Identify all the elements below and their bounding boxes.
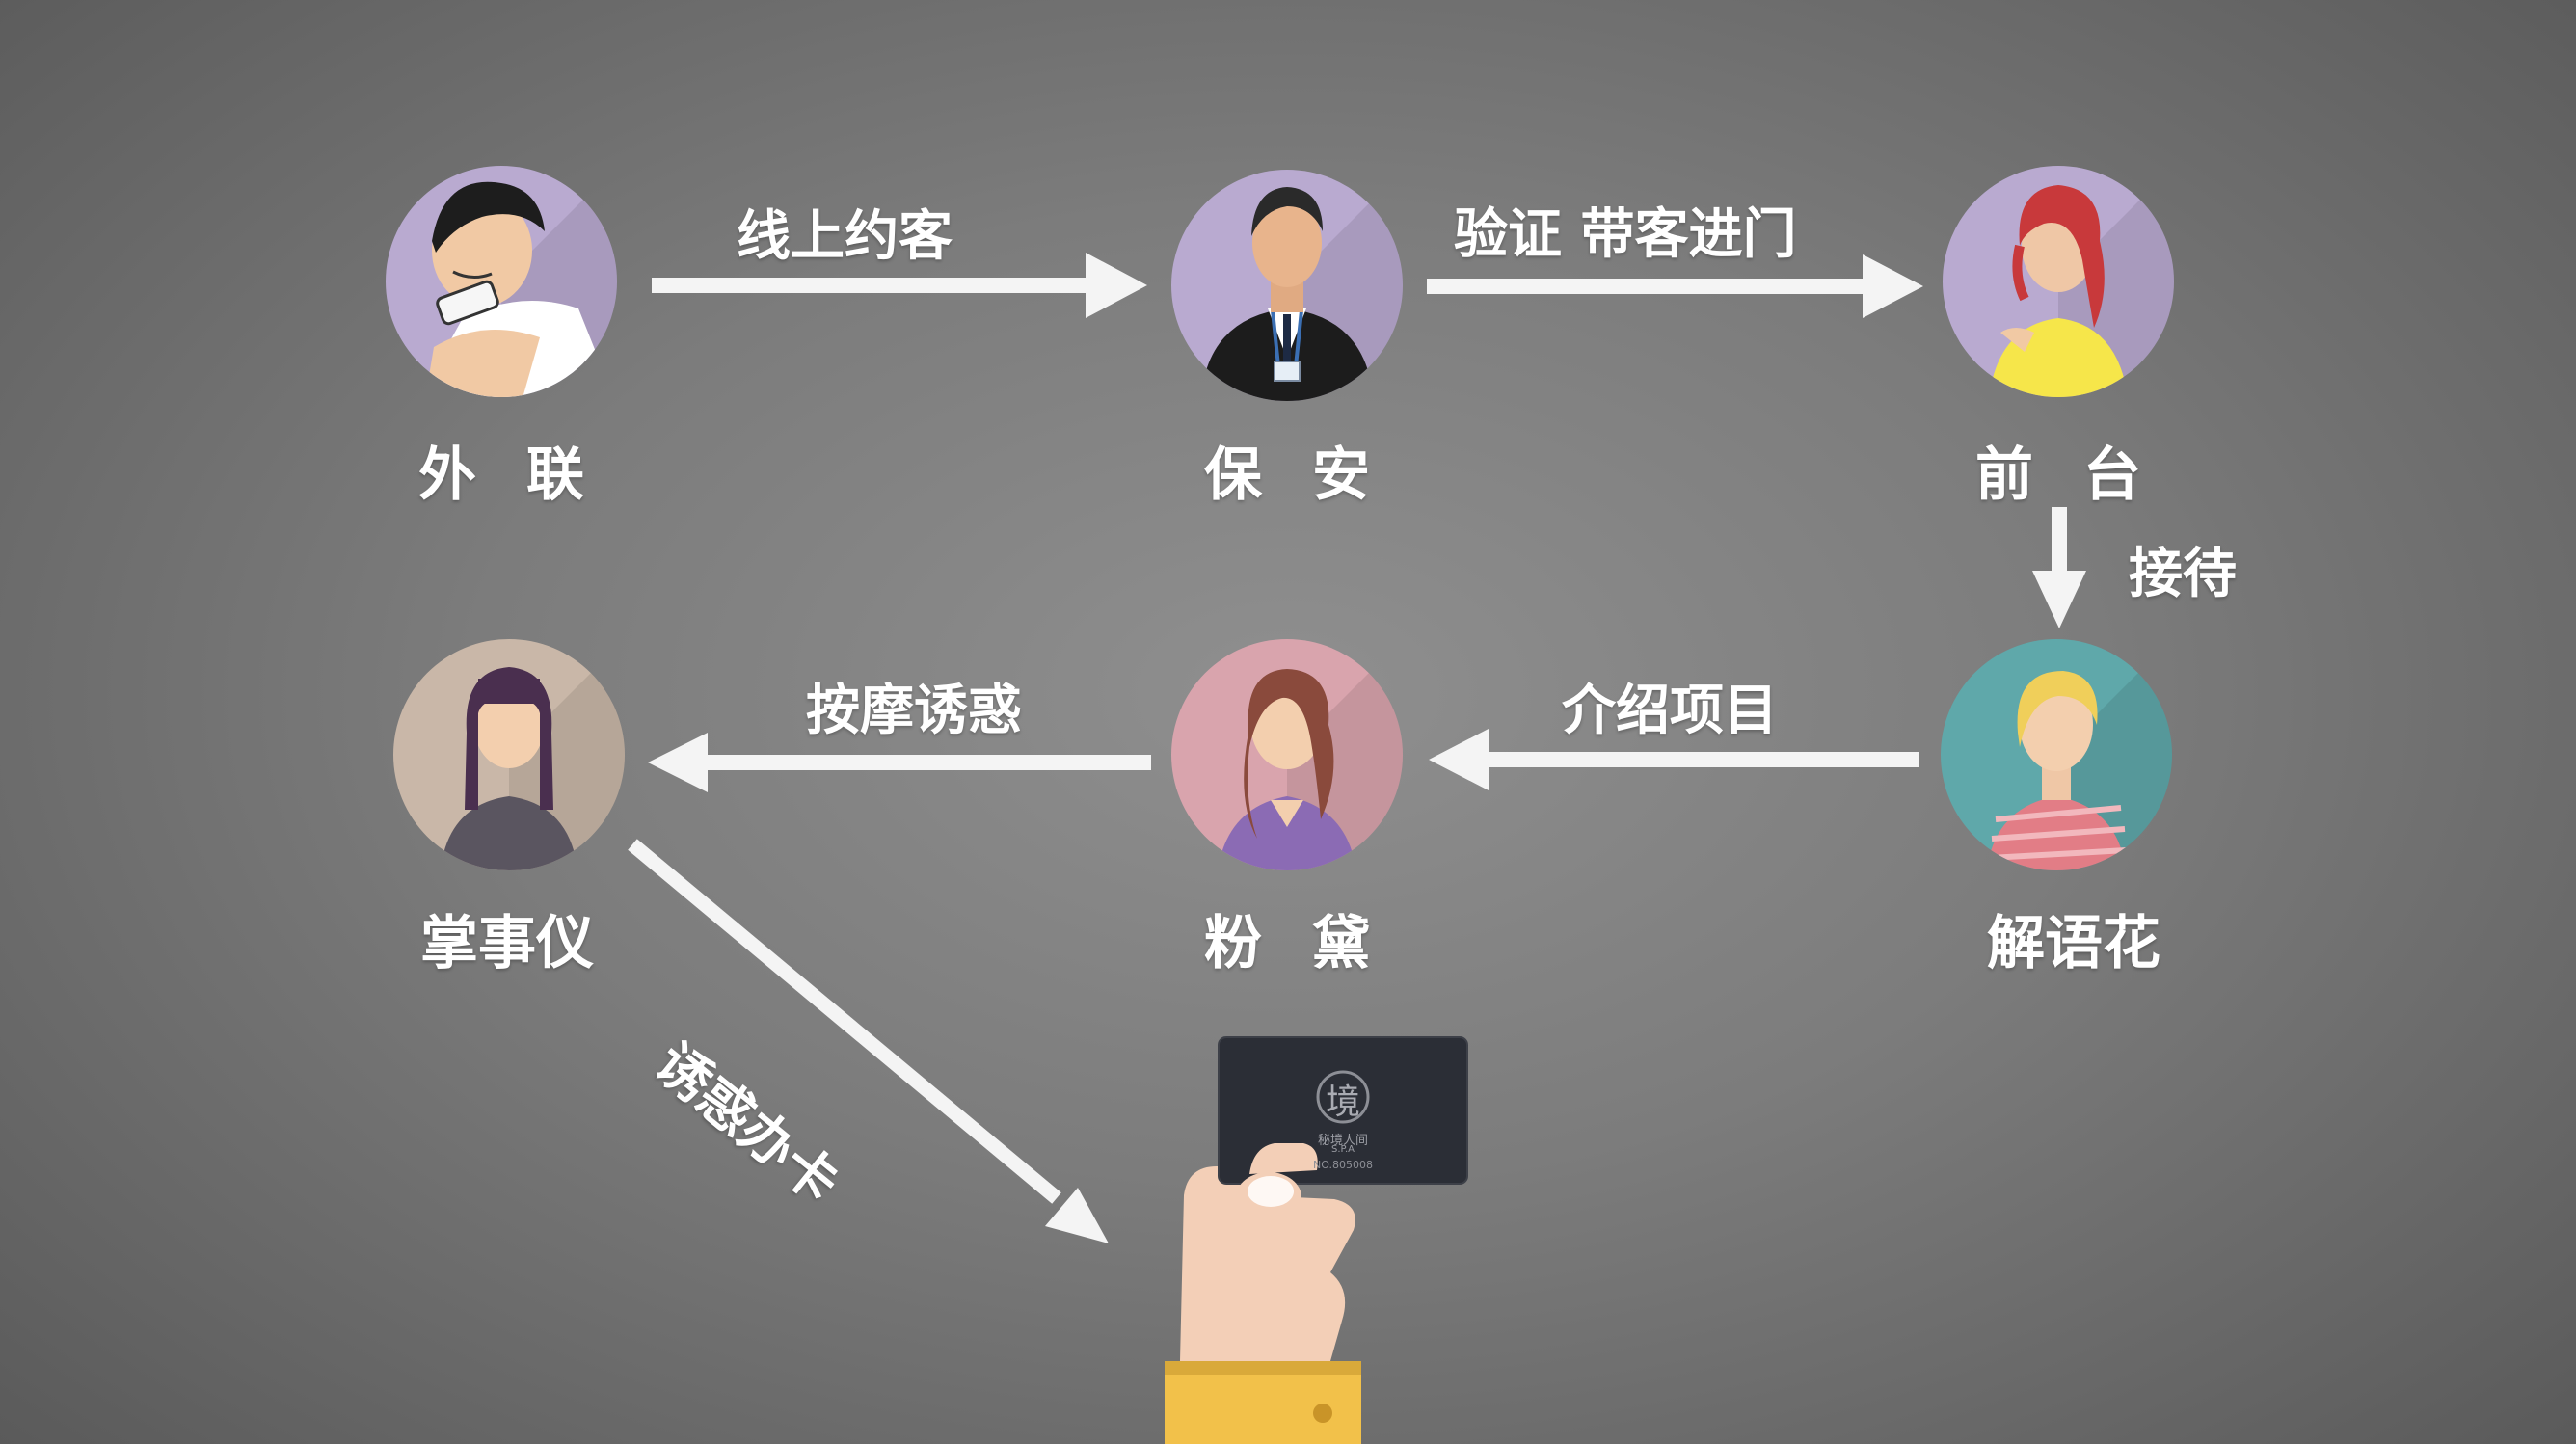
arrow-outreach-to-security <box>652 253 1147 318</box>
node-label-fendai: 粉黛 <box>1204 910 1420 977</box>
phone-user-avatar-icon <box>386 166 617 397</box>
security-guard-avatar-icon <box>1171 170 1403 401</box>
card-brand-subtext: S.P.A <box>1330 1144 1355 1155</box>
arrow-jieyuhua-to-fendai <box>1429 729 1919 790</box>
arrow-reception-to-jieyuhua <box>2032 507 2086 628</box>
masseuse-avatar-icon <box>1171 639 1403 870</box>
membership-card-in-hand-icon <box>1165 1036 1468 1444</box>
card-number: NO.805008 <box>1313 1159 1373 1171</box>
card-logo: 境 <box>1325 1083 1360 1122</box>
node-label-outreach: 外联 <box>418 441 634 509</box>
node-label-zhangshiyi: 掌事仪 <box>420 910 594 977</box>
node-label-reception: 前台 <box>1975 441 2191 509</box>
edge-label-online-booking: 线上约客 <box>737 205 953 268</box>
arrow-zhangshiyi-to-card <box>628 839 1109 1243</box>
node-label-security: 保安 <box>1204 441 1420 509</box>
receptionist-avatar-icon <box>1943 166 2174 397</box>
edge-label-introduce-services: 介绍项目 <box>1562 680 1778 742</box>
node-label-jieyuhua: 解语花 <box>1987 910 2160 977</box>
arrow-fendai-to-zhangshiyi <box>648 733 1151 792</box>
arrow-security-to-reception <box>1427 254 1923 318</box>
edge-label-massage-temptation: 按摩诱惑 <box>806 680 1022 742</box>
hostess-avatar-icon <box>1941 639 2172 870</box>
manager-avatar-icon <box>393 639 625 870</box>
edge-label-reception: 接待 <box>2129 543 2237 605</box>
card-brand-text: 秘境人间 <box>1317 1134 1368 1148</box>
edge-label-verify-escort: 验证 带客进门 <box>1454 203 1797 266</box>
